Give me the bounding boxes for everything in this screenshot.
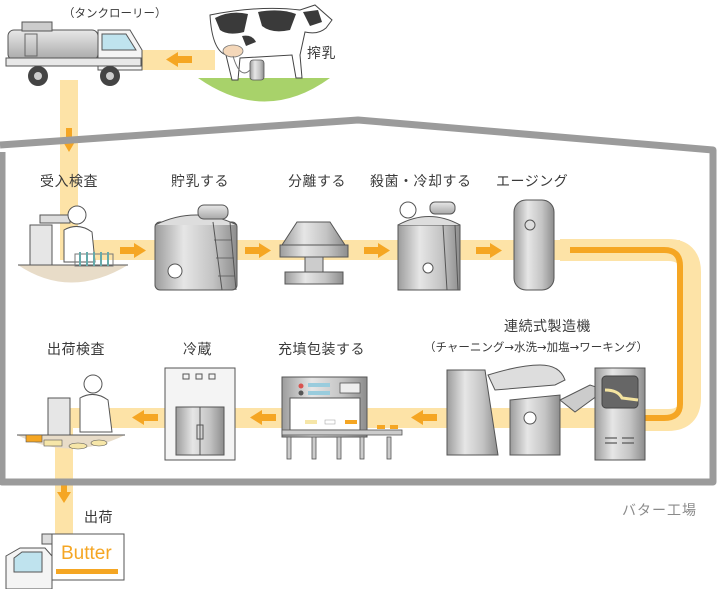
factory-wall [0,116,717,486]
pasteurizer-cooler-icon [397,201,461,291]
step-continuous-machine-label: 連続式製造機 [504,319,591,335]
grass [198,78,330,102]
continuous-butter-machine-icon [446,364,646,461]
milk-storage-tank-icon [154,204,238,291]
arrow-left-icon [411,410,437,425]
aging-tank-icon [513,199,555,291]
step-aging-label: エージング [496,174,569,190]
arrow-right-icon [120,243,146,258]
receiving-inspection-icon [18,205,128,283]
step-refrigeration-label: 冷蔵 [183,342,212,358]
arrow-right-icon [245,243,271,258]
separator-icon [279,221,349,285]
step-storage-label: 貯乳する [171,174,229,190]
filling-packaging-machine-icon [281,376,403,460]
arrow-down-icon [57,480,71,503]
arrow-right-icon [364,243,390,258]
milking-label: 搾乳 [307,46,336,62]
step-pasteurize-cool-label: 殺菌・冷却する [370,174,472,190]
arrow-left-icon [132,410,158,425]
butter-delivery-truck-icon [5,533,125,589]
refrigerator-icon [164,367,236,461]
flow-line-turn [570,247,683,421]
step-shipping-inspection-label: 出荷検査 [47,342,105,358]
step-continuous-machine-sublabel: （チャーニング→水洗→加塩→ワーキング） [424,340,648,354]
tank-lorry-label: （タンクローリー） [63,6,167,20]
arrow-left-icon [250,410,276,425]
step-filling-packaging-label: 充填包装する [278,342,365,358]
truck-butter-text: Butter [61,543,112,564]
factory-label: バター工場 [622,503,697,519]
cow-milking-icon [198,4,333,102]
tank-lorry-icon [5,21,143,86]
arrow-right-icon [476,243,502,258]
shipping-label: 出荷 [84,510,113,526]
arrow-left-icon [166,52,192,67]
step-receiving-inspection-label: 受入検査 [40,174,98,190]
shipping-inspection-icon [17,374,125,450]
step-separation-label: 分離する [288,174,346,190]
